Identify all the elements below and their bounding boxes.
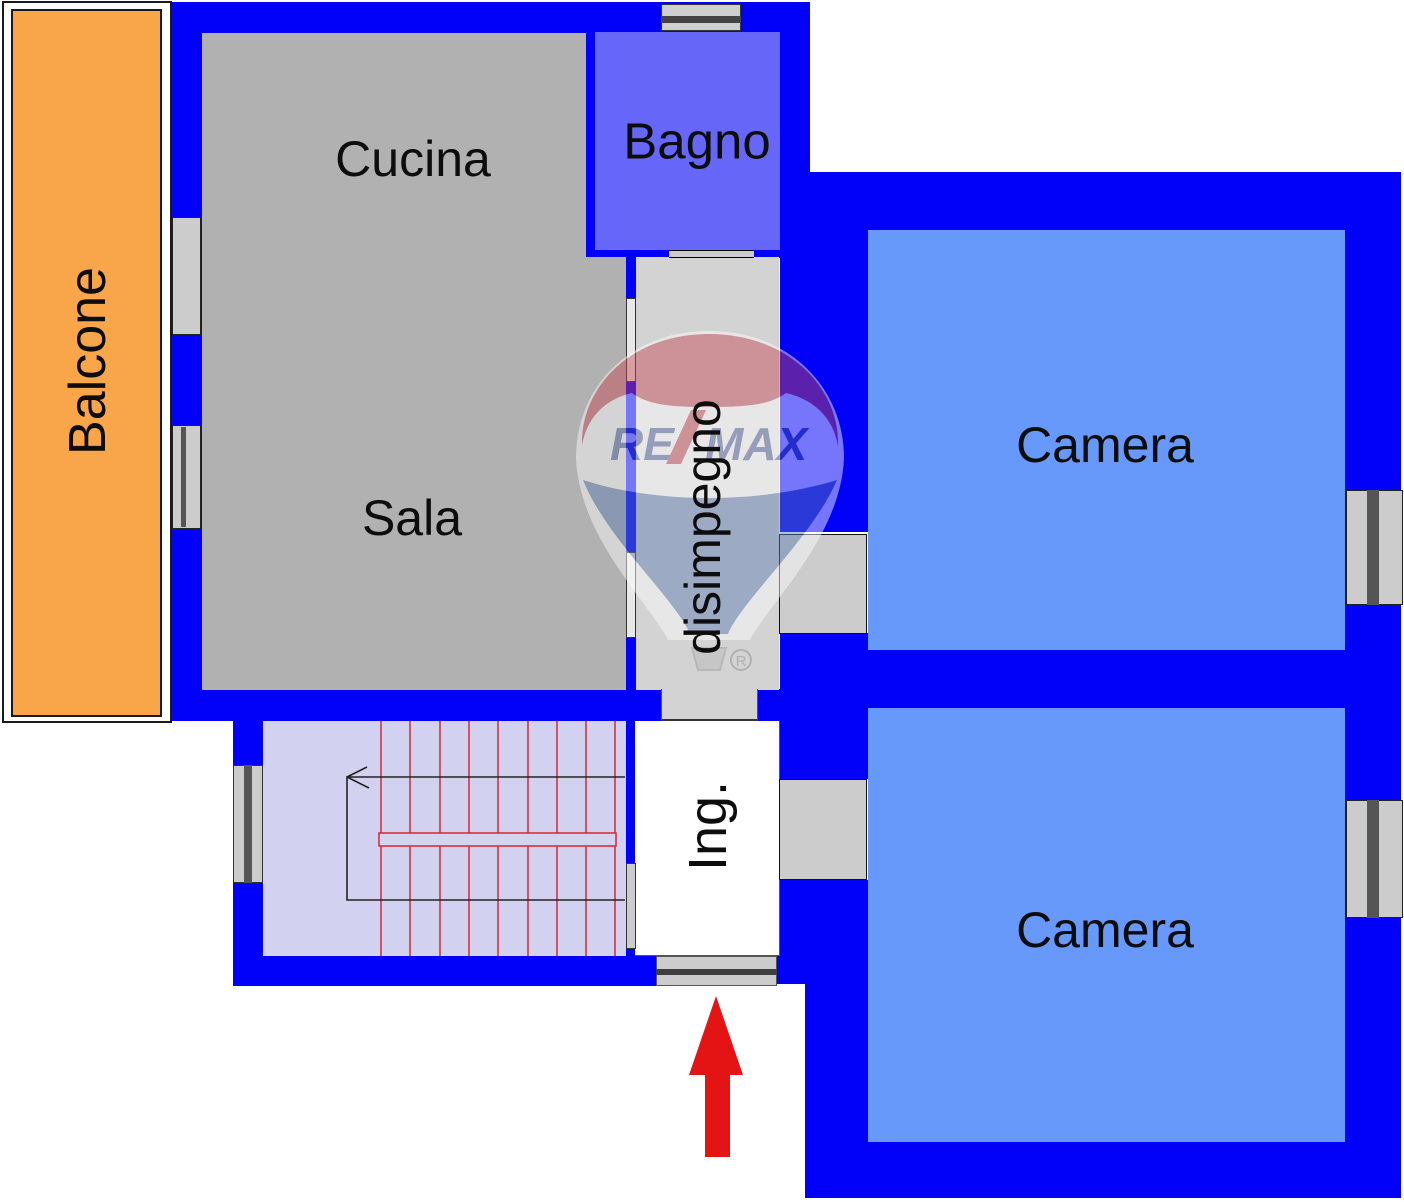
svg-text:MAX: MAX xyxy=(705,418,810,470)
svg-text:RE: RE xyxy=(610,418,675,470)
svg-text:R: R xyxy=(736,653,747,670)
